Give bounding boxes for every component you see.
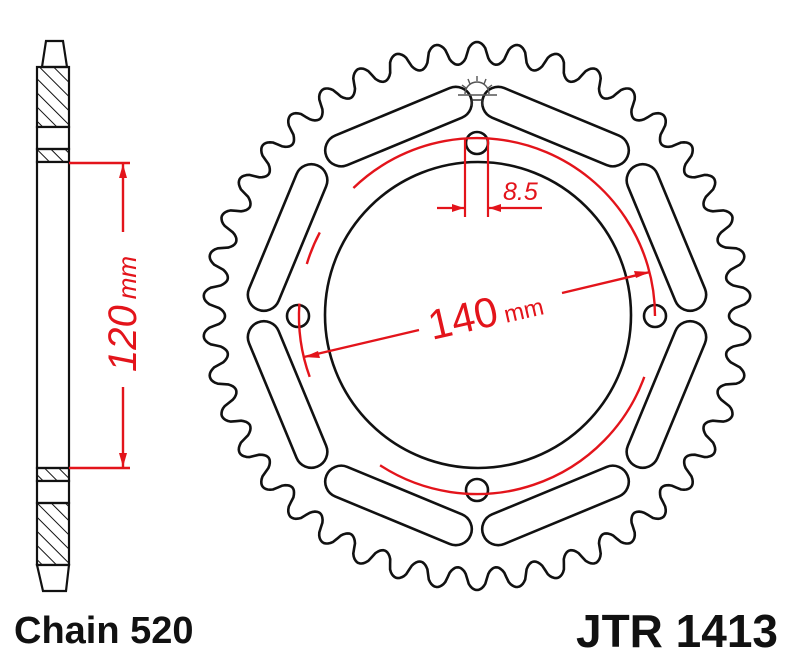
dimension-120-text: 120mm <box>101 256 145 372</box>
lightening-slot <box>625 319 708 470</box>
lightening-slot <box>246 319 329 470</box>
dimension-140-text: 140mm <box>423 277 547 349</box>
sunrise-logo-icon <box>458 76 497 106</box>
dimension-8.5-text: 8.5 <box>503 178 538 206</box>
lightening-slot <box>323 464 474 547</box>
bolt-circle-arc <box>297 303 311 378</box>
bolt-circle-arc <box>352 136 657 317</box>
bolt-circle-arcs <box>297 136 657 496</box>
dimension-140mm <box>303 270 651 359</box>
lightening-slot <box>246 162 329 313</box>
lightening-slots <box>246 85 708 547</box>
sprocket-front-view <box>202 40 752 592</box>
chain-size-label: Chain 520 <box>14 610 194 652</box>
sprocket-side-profile <box>35 39 71 593</box>
lightening-slot <box>480 464 631 547</box>
bolt-circle-arc <box>379 376 646 496</box>
dimension-8.5 <box>437 138 542 217</box>
sprocket-tooth-outline <box>202 40 752 592</box>
bolt-hole <box>464 130 490 156</box>
dimension-120mm <box>69 161 130 470</box>
bolt-circle-arc <box>305 231 321 265</box>
lightening-slot <box>323 85 474 168</box>
part-number-label: JTR 1413 <box>575 605 778 657</box>
center-bore-circle <box>323 160 633 470</box>
bolt-hole <box>464 477 490 503</box>
lightening-slot <box>480 85 631 168</box>
lightening-slot <box>625 162 708 313</box>
